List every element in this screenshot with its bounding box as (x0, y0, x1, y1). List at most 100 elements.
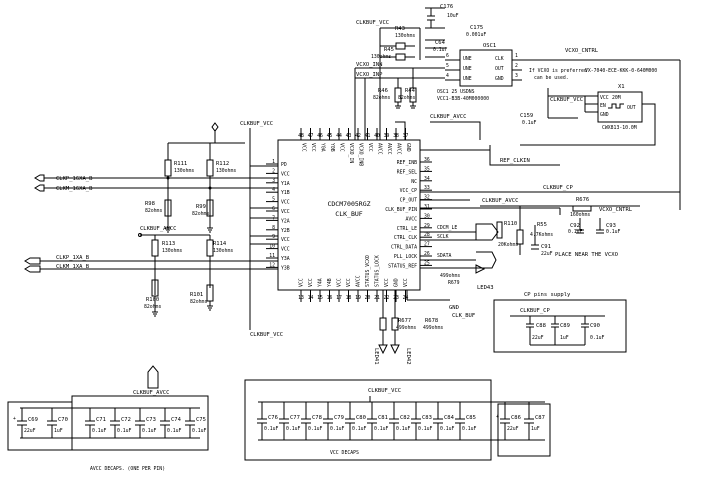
r45-ref: R45 (384, 47, 394, 53)
c70-val: 1uF (54, 428, 63, 434)
avcc-bulk-frame (7, 401, 73, 451)
capacitor-c69 (17, 408, 27, 438)
ic-pin-num-5: 5 (272, 197, 275, 203)
r46-val: 82ohms (373, 95, 390, 101)
c88-val: 22uF (532, 335, 544, 341)
capacitor-c77 (279, 402, 289, 440)
ic-clock-buffer: CDCM7005RGZ CLK_BUF 48VCC47VCC46Y0A45Y0B… (266, 128, 432, 302)
ic-pin-name-7: Y2A (281, 218, 290, 224)
resistor-r99 (206, 199, 214, 217)
resistor-r45 (395, 53, 406, 61)
c92-val: 0.1uF (568, 229, 583, 235)
net-vcxo-cntrl-right: VCXO_CNTRL (599, 207, 633, 213)
osc1-pin-4: 4 (446, 73, 449, 79)
ic-pin-name-6: VCC (281, 209, 290, 215)
ic-refdes: CDCM7005RGZ (327, 200, 370, 208)
ic-pin-name-46: Y0A (320, 143, 326, 152)
c76-ref: C76 (268, 415, 278, 421)
capacitor-c71 (85, 408, 95, 438)
ic-pin-name-18: VCC (346, 278, 352, 287)
capacitor-c86 (500, 402, 510, 440)
osc1-body (459, 49, 513, 87)
ic-pin-name-21: STATUS_LOCK (375, 255, 381, 287)
r44-val: 82ohms (398, 95, 415, 101)
ic-pin-num-2: 2 (272, 168, 275, 174)
ic-pin-name-11: Y3A (281, 256, 290, 262)
c75-ref: C75 (196, 417, 206, 423)
ic-pin-num-28: 28 (424, 232, 430, 238)
ic-pin-name-5: VCC (281, 200, 290, 206)
led43-ref: LED43 (477, 285, 494, 291)
connector-clkp-1 (24, 257, 41, 265)
clkbuf-avcc-label-1: CLKBUF_AVCC (140, 226, 176, 232)
net-label-clkm-16: CLKM_16XA_B (56, 186, 93, 192)
vcxo-section: CLKBUF_VCC R43 130ohms R45 130ohms VCXO_… (354, 4, 681, 210)
x1-pin-en: EN (600, 103, 606, 109)
c81-ref: C81 (378, 415, 388, 421)
c72-ref: C72 (121, 417, 131, 423)
r43-val: 130ohms (395, 33, 415, 39)
r99-val: 82ohms (192, 211, 209, 217)
c78-val: 0.1uF (308, 426, 323, 432)
vcc-bulk-frame (497, 403, 551, 457)
c71-val: 0.1uF (92, 428, 107, 434)
r679-val: 499ohms (440, 273, 460, 279)
capacitor-c84 (433, 402, 443, 440)
ic-pin-name-13: VCC (299, 278, 305, 287)
vcc-port-marker (211, 122, 219, 132)
vcc-decaps: CLKBUF_VCC C760.1uFC770.1uFC780.1uFC790.… (244, 379, 551, 461)
ic-pin-num-10: 10 (269, 244, 275, 250)
r113-val: 130ohms (162, 248, 182, 254)
ic-pin-num-31: 31 (424, 204, 430, 210)
clkbuf-vcc-label-1: CLKBUF_VCC (240, 121, 273, 127)
resistor-r55 (516, 229, 524, 245)
r678-val: 499ohms (423, 325, 443, 331)
ic-pin-name-15: Y4A (318, 278, 324, 287)
ic-pin-name-19: AVCC (356, 275, 362, 287)
ic-pin-name-22: VCC (384, 278, 390, 287)
c70-ref: C70 (58, 417, 68, 423)
r55-val: 4.7Kohms (530, 232, 553, 238)
ic-pin-num-9: 9 (272, 234, 275, 240)
osc1-pin-label-l3: UNE (463, 76, 472, 82)
osc1-pin-1: 1 (515, 53, 518, 59)
r45-val: 130ohms (371, 54, 391, 60)
r111-val: 130ohms (174, 168, 194, 174)
ic-pin-name-39: AVCC (386, 143, 392, 155)
c64-val: 0.1uF (433, 47, 448, 53)
clkbuf-cp-label-box: CLKBUF_CP (520, 308, 550, 314)
clkbuf-avcc-label-top: CLKBUF_AVCC (430, 114, 466, 120)
ic-pin-name-24: VCC (403, 278, 409, 287)
r111-ref: R111 (174, 161, 187, 167)
c82-val: 0.1uF (396, 426, 411, 432)
ic-pin-name-36: REF_INB (397, 160, 417, 166)
capacitor-c74 (160, 408, 170, 438)
c85-ref: C85 (466, 415, 476, 421)
c77-ref: C77 (290, 415, 300, 421)
capacitor-c85 (455, 402, 465, 440)
ic-pin-num-43: 43 (346, 133, 352, 139)
sdata-connector (476, 251, 497, 269)
ic-pin-num-19: 19 (355, 295, 361, 301)
c159-val: 0.1uF (522, 120, 537, 126)
c76-val: 0.1uF (264, 426, 279, 432)
capacitor-c73 (135, 408, 145, 438)
capacitor-c72 (110, 408, 120, 438)
resistor-r678 (391, 317, 399, 331)
c74-ref: C74 (171, 417, 182, 423)
clkbuf-avcc-label-right: CLKBUF_AVCC (482, 198, 518, 204)
resistor-r43 (395, 42, 406, 50)
ic-pin-name-23: GND (394, 278, 400, 287)
x1-freq: 20M (612, 95, 621, 101)
ic-pin-num-25: 25 (424, 260, 430, 266)
c176-ref: C176 (440, 4, 453, 10)
ic-pin-name-3: Y1A (281, 181, 290, 187)
capacitor-c82 (389, 402, 399, 440)
c84-val: 0.1uF (440, 426, 455, 432)
osc1-ref: OSC1 (483, 43, 496, 49)
c88-ref: C88 (536, 323, 546, 329)
r110-ref: R110 (504, 221, 517, 227)
x1-pin-vcc: VCC (600, 95, 609, 101)
c86-ref: C86 (511, 415, 521, 421)
r679-ref: R679 (448, 280, 460, 286)
